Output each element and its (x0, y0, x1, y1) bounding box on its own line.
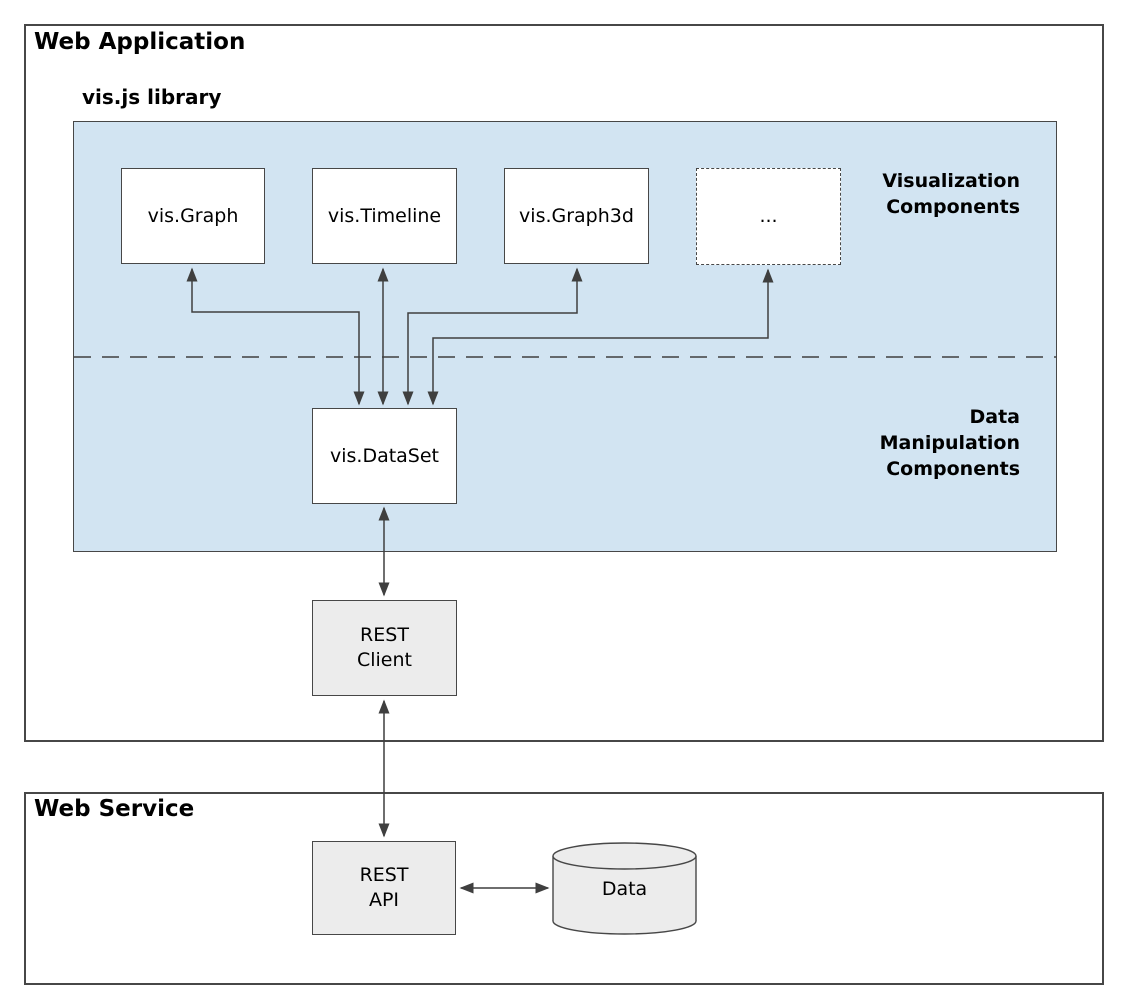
database-label: Data (601, 877, 648, 900)
web-application-title: Web Application (34, 29, 246, 55)
label-data-manipulation-components: Data Manipulation Components (879, 406, 1020, 480)
node-rest-client: REST Client (312, 600, 457, 696)
node-vis-timeline: vis.Timeline (312, 168, 457, 264)
label-visualization-components: Visualization Components (882, 170, 1020, 218)
visjs-library-title: vis.js library (82, 85, 222, 109)
node-vis-graph3d: vis.Graph3d (504, 168, 649, 264)
node-vis-graph: vis.Graph (121, 168, 265, 264)
web-service-title: Web Service (34, 796, 195, 822)
node-vis-dataset: vis.DataSet (312, 408, 457, 504)
node-rest-api: REST API (312, 841, 456, 935)
node-more-components: ... (696, 168, 841, 265)
